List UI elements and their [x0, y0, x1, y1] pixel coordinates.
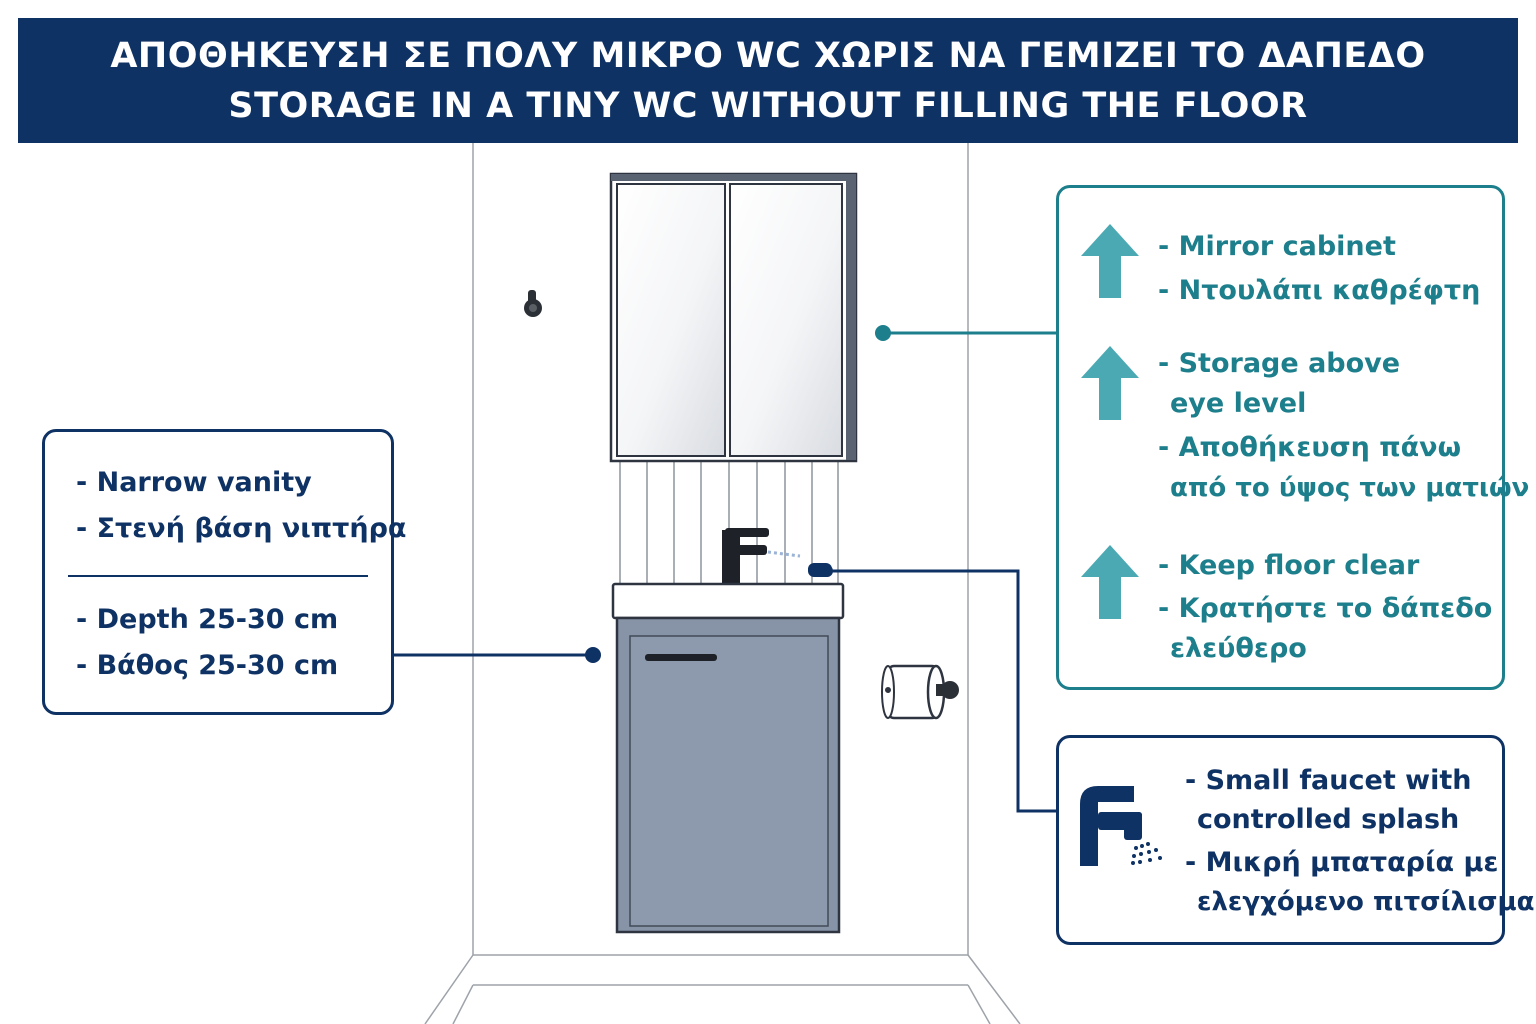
- faucet-splash-icon: [1080, 786, 1162, 866]
- toilet-paper-holder-icon: [881, 664, 959, 720]
- narrow-vanity-gr: - Στενή βάση νιπτήρα: [76, 513, 407, 544]
- leader-faucet: [808, 563, 1057, 813]
- narrow-vanity-en: - Narrow vanity: [76, 467, 312, 498]
- small-faucet-en-1: - Small faucet with: [1185, 765, 1472, 796]
- keep-floor-clear-en: - Keep floor clear: [1158, 550, 1420, 581]
- storage-above-gr-1: - Αποθήκευση πάνω: [1158, 432, 1462, 463]
- up-arrow-icon: [1081, 545, 1139, 619]
- up-arrow-icon: [1081, 224, 1139, 298]
- storage-above-gr-2: από το ύψος των ματιών: [1170, 473, 1530, 503]
- towel-hook-icon: [524, 290, 542, 317]
- vanity-box-divider: [68, 575, 368, 577]
- sink-countertop: [611, 582, 845, 620]
- keep-floor-clear-gr-1: - Κρατήστε το δάπεδο: [1158, 593, 1493, 624]
- mirror-cabinet-gr: - Ντουλάπι καθρέφτη: [1158, 275, 1481, 306]
- small-faucet-gr-1: - Μικρή μπαταρία με: [1185, 847, 1499, 878]
- keep-floor-clear-gr-2: ελεύθερο: [1170, 633, 1307, 664]
- title-greek: ΑΠΟΘΗΚΕΥΣΗ ΣΕ ΠΟΛΥ ΜΙΚΡΟ WC ΧΩΡΙΣ ΝΑ ΓΕΜ…: [110, 35, 1426, 76]
- title-english: STORAGE IN A TINY WC WITHOUT FILLING THE…: [228, 85, 1308, 126]
- mirror-cabinet: [609, 172, 858, 463]
- small-faucet-en-2: controlled splash: [1197, 804, 1460, 835]
- vanity-info-box: [42, 429, 394, 715]
- leader-mirror-cabinet: [875, 325, 1057, 341]
- mirror-cabinet-en: - Mirror cabinet: [1158, 231, 1396, 262]
- storage-above-en-1: - Storage above: [1158, 348, 1401, 379]
- small-faucet-gr-2: ελεγχόμενο πιτσίλισμα: [1197, 887, 1535, 917]
- faucet: [722, 528, 801, 584]
- header-banner: ΑΠΟΘΗΚΕΥΣΗ ΣΕ ΠΟΛΥ ΜΙΚΡΟ WC ΧΩΡΙΣ ΝΑ ΓΕΜ…: [18, 18, 1518, 143]
- storage-info-box: [1056, 185, 1505, 690]
- vanity-cabinet: [615, 616, 841, 934]
- leader-vanity: [393, 647, 601, 663]
- depth-en: - Depth 25-30 cm: [76, 604, 339, 635]
- room-outline: [424, 143, 1021, 1024]
- up-arrow-icon: [1081, 346, 1139, 420]
- storage-above-en-2: eye level: [1170, 388, 1307, 419]
- depth-gr: - Βάθος 25-30 cm: [76, 650, 339, 681]
